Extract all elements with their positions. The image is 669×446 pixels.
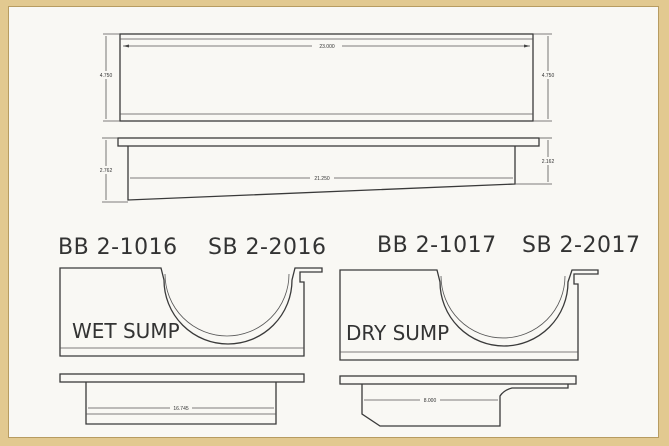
- dim-text-bg: [312, 42, 342, 50]
- side-length-label: 21.250: [314, 176, 330, 182]
- dim-text-bg: [420, 396, 440, 404]
- wet-bottom-dim-label: 16.745: [173, 406, 189, 412]
- side-view: 21.250 2.762 2.162: [98, 137, 556, 203]
- part-number-right-sb: SB 2-2017: [522, 233, 640, 258]
- dry-bottom-flange: [339, 375, 577, 385]
- wet-sump-bottom-view: 16.745: [59, 373, 305, 425]
- side-view-body: [127, 146, 516, 201]
- part-number-left-sb: SB 2-2016: [208, 235, 326, 260]
- side-height-right-label: 2.162: [542, 159, 555, 165]
- dim-text-bg: [540, 71, 556, 79]
- dim-text-bg: [98, 166, 114, 174]
- part-number-left-bb: BB 2-1016: [58, 235, 178, 260]
- dim-arrow: [524, 44, 530, 48]
- top-length-label: 23.000: [319, 44, 335, 50]
- dim-text-bg: [98, 71, 114, 79]
- dry-sump-label: DRY SUMP: [346, 321, 449, 345]
- top-width-right-label: 4.750: [542, 73, 555, 79]
- dry-sump-cross-section: [339, 269, 599, 361]
- dim-text-bg: [540, 157, 556, 165]
- dry-sump-bearing-inner: [440, 275, 566, 339]
- top-view-outline: [119, 33, 534, 122]
- dim-arrow: [123, 44, 129, 48]
- dry-bottom-body: [361, 384, 569, 427]
- side-height-left-label: 2.762: [100, 168, 113, 174]
- dry-bottom-dim-label: 8.000: [424, 398, 437, 404]
- top-width-left-label: 4.750: [100, 73, 113, 79]
- wet-sump-bearing-inner: [164, 273, 290, 337]
- wet-bottom-flange: [59, 373, 305, 383]
- wet-sump-cross-section: [59, 267, 323, 357]
- dry-sump-section: DRY SUMP: [339, 269, 599, 361]
- dim-text-bg: [170, 404, 192, 412]
- dim-text-bg: [310, 174, 334, 182]
- wet-sump-section: WET SUMP: [59, 267, 323, 357]
- top-view: 23.000 4.750 4.750: [98, 33, 556, 122]
- part-number-right-bb: BB 2-1017: [377, 233, 497, 258]
- wet-bottom-body: [85, 382, 277, 425]
- side-view-flange: [117, 137, 540, 147]
- wet-sump-label: WET SUMP: [72, 319, 180, 343]
- dry-sump-bottom-view: 8.000: [339, 375, 577, 427]
